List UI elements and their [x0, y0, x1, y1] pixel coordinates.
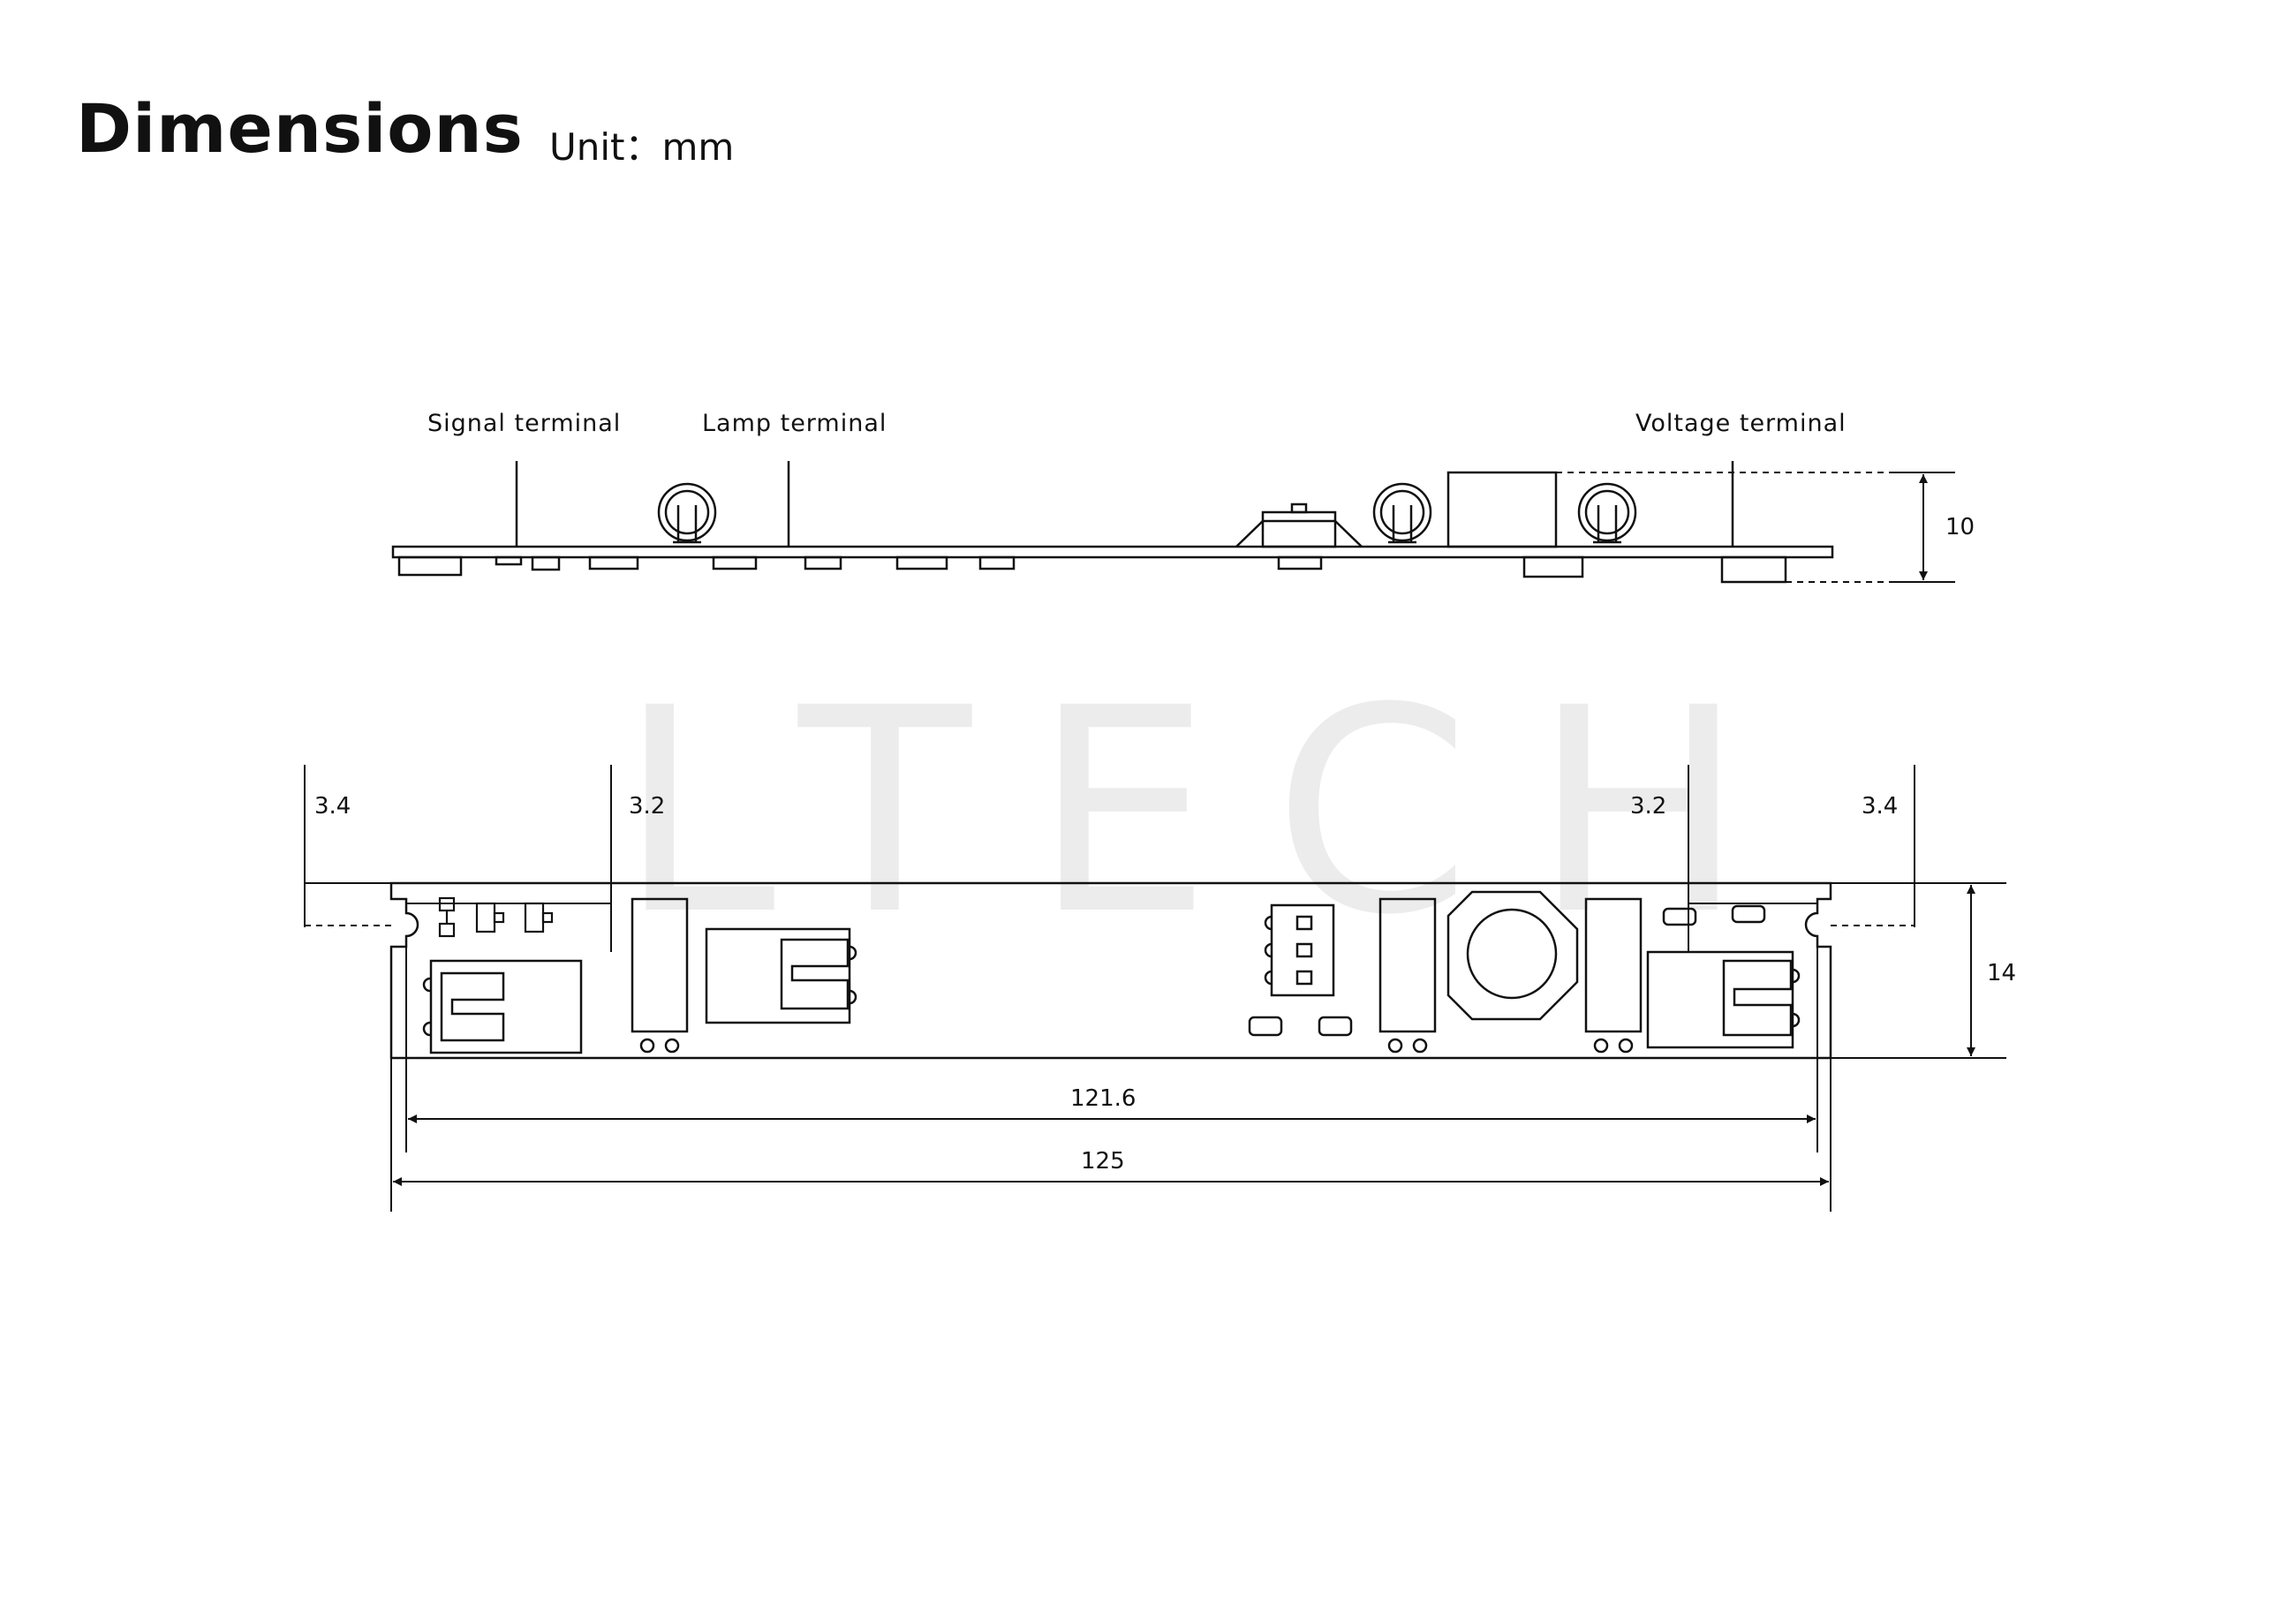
side-switch — [1235, 502, 1363, 548]
left-edge-offset: 3.4 — [314, 793, 351, 820]
hole-pitch-value: 121.6 — [1070, 1085, 1136, 1112]
top-smd-parts-left — [438, 896, 554, 938]
length-value: 125 — [1081, 1148, 1125, 1175]
top-signal-terminal — [422, 959, 583, 1054]
side-component — [1522, 555, 1584, 578]
side-inductor — [1446, 471, 1558, 548]
top-lamp-terminal — [705, 927, 857, 1024]
top-voltage-terminal — [1646, 950, 1801, 1049]
top-pad — [639, 1038, 655, 1054]
side-capacitor — [1577, 482, 1637, 544]
side-component — [531, 555, 561, 571]
side-component — [397, 555, 463, 577]
height-value: 10 — [1945, 514, 1975, 540]
watermark-text: LTECH — [618, 648, 1807, 977]
unit-label: Unit：mm — [549, 125, 735, 169]
top-resistor — [1318, 1016, 1353, 1037]
voltage-terminal-label: Voltage terminal — [1635, 410, 1847, 437]
width-value: 14 — [1987, 960, 2016, 986]
side-component — [712, 555, 758, 570]
side-component — [895, 555, 948, 570]
top-resistor — [1662, 907, 1697, 926]
side-component — [1277, 555, 1323, 570]
side-capacitor — [1372, 482, 1432, 544]
side-component — [588, 555, 639, 570]
side-component — [495, 555, 523, 566]
side-view: Signal terminal Lamp terminal Voltage te… — [391, 410, 1975, 584]
side-capacitor — [657, 482, 717, 544]
top-pad — [1618, 1038, 1634, 1054]
signal-terminal-label: Signal terminal — [427, 410, 621, 437]
top-pad — [664, 1038, 680, 1054]
left-hole-offset: 3.2 — [629, 793, 665, 820]
top-pad — [1593, 1038, 1609, 1054]
top-pad — [1412, 1038, 1428, 1054]
page-title: Dimensions — [76, 89, 524, 168]
right-edge-offset: 3.4 — [1862, 793, 1898, 820]
top-component — [1584, 897, 1643, 1033]
right-hole-offset: 3.2 — [1630, 793, 1666, 820]
top-resistor — [1248, 1016, 1283, 1037]
top-inductor — [1446, 890, 1579, 1021]
top-pad — [1387, 1038, 1403, 1054]
top-component — [631, 897, 689, 1033]
side-component — [1720, 555, 1787, 584]
top-view: 3.4 3.2 3.2 3.4 14 121.6 125 — [304, 765, 2016, 1212]
top-resistor — [1731, 904, 1766, 924]
pcb-side-board — [391, 545, 1834, 559]
side-component — [978, 555, 1016, 570]
top-dip-switch — [1264, 903, 1335, 997]
lamp-terminal-label: Lamp terminal — [702, 410, 887, 437]
top-component — [1378, 897, 1437, 1033]
side-component — [804, 555, 842, 570]
top-inductor-core — [1466, 908, 1558, 1000]
